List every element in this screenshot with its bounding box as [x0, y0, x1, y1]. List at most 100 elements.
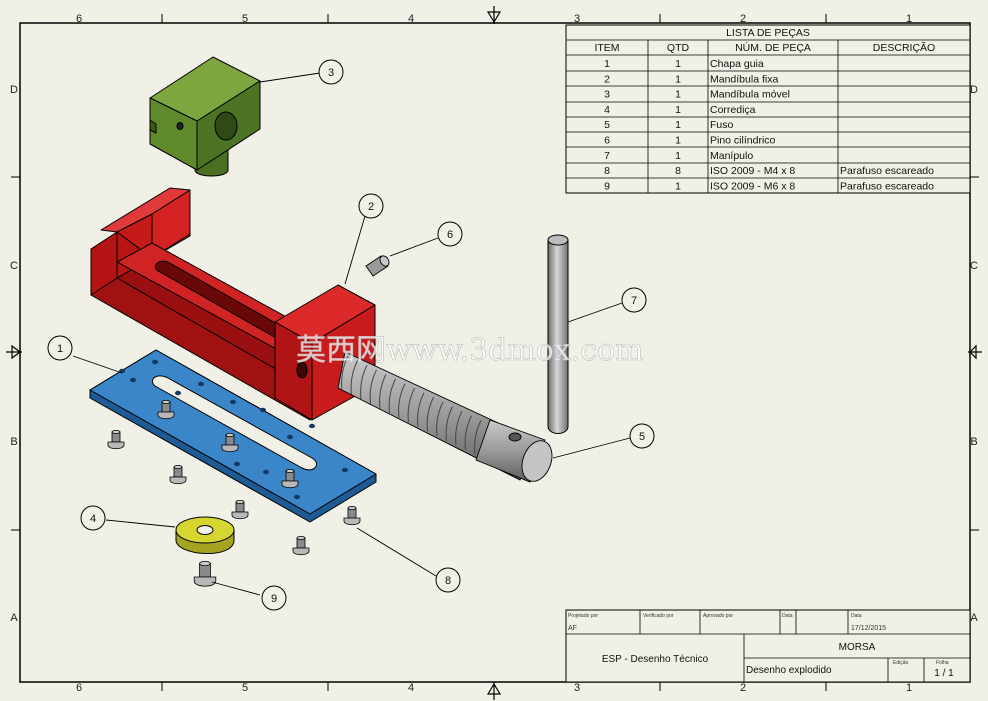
parts-list-cell: 1: [675, 119, 681, 131]
plate-hole: [309, 423, 315, 429]
designed-by-label: Projetado por: [568, 613, 598, 619]
zone-row-label: B: [970, 436, 977, 448]
zone-col-label: 6: [76, 13, 82, 25]
zone-col-label: 3: [574, 13, 580, 25]
zone-col-label: 6: [76, 682, 82, 694]
date-label: Data: [851, 613, 862, 619]
parts-list-table: LISTA DE PEÇAS ITEM QTD NÚM. DE PEÇA DES…: [565, 24, 971, 194]
parts-list-cell: 1: [675, 104, 681, 116]
parts-list-cell: 3: [604, 89, 610, 101]
balloon-number: 5: [639, 431, 645, 443]
parts-list-header: DESCRIÇÃO: [873, 41, 935, 54]
edition-label: Edição: [893, 660, 909, 666]
item-balloon: 8: [435, 567, 461, 593]
item-balloons: 1 2 3 4 5 6 7 8 9: [47, 59, 655, 611]
screw: [231, 499, 249, 520]
screw: [221, 432, 239, 453]
plate-hole: [260, 407, 266, 413]
parts-list-cell: 6: [604, 135, 610, 147]
parts-list-cell: Parafuso escareado: [840, 165, 934, 177]
zone-col-label: 4: [408, 682, 414, 694]
cylindrical-pin-part: [365, 255, 390, 277]
item-balloon: 7: [621, 287, 647, 313]
parts-list-cell: Mandíbula móvel: [710, 89, 790, 101]
parts-list-cell: ISO 2009 - M4 x 8: [710, 165, 795, 177]
zone-row-label: C: [10, 260, 18, 272]
parts-list-cell: ISO 2009 - M6 x 8: [710, 180, 795, 192]
zone-labels: 6 5 4 3 2 1 6 5 4 3 2 1 D C B A D C B A: [10, 13, 978, 694]
balloon-number: 2: [368, 201, 374, 213]
plate-hole: [234, 461, 240, 467]
handle-rod-part: [547, 234, 569, 434]
balloon-number: 8: [445, 575, 451, 587]
plate-hole: [342, 467, 348, 473]
parts-list-title: LISTA DE PEÇAS: [726, 27, 810, 39]
date-value: 17/12/2015: [851, 625, 886, 632]
centering-marks: [6, 6, 982, 700]
date-label: Data: [782, 613, 793, 619]
parts-list-cell: Chapa guia: [710, 58, 764, 70]
parts-list-cell: 7: [604, 150, 610, 162]
item-balloon: 3: [318, 59, 344, 85]
approved-by-label: Aprovado por: [703, 613, 733, 619]
zone-row-label: C: [970, 260, 978, 272]
parts-list-cell: Mandíbula fixa: [710, 73, 778, 85]
parts-list-cell: Parafuso escareado: [840, 180, 934, 192]
screw: [169, 464, 187, 485]
parts-list-cell: Fuso: [710, 119, 734, 131]
parts-list-cell: 8: [675, 165, 681, 177]
plate-hole: [130, 377, 136, 383]
parts-list-cell: 8: [604, 165, 610, 177]
parts-list-cell: Manípulo: [710, 150, 753, 162]
balloon-number: 9: [271, 593, 277, 605]
zone-col-label: 2: [740, 13, 746, 25]
item-balloon: 6: [437, 221, 463, 247]
zone-col-label: 4: [408, 13, 414, 25]
parts-list-cell: 4: [604, 104, 610, 116]
plate-hole: [294, 494, 300, 500]
parts-list-cell: 1: [675, 150, 681, 162]
movable-jaw-part: [149, 56, 261, 177]
zone-col-label: 3: [574, 682, 580, 694]
item-balloon: 5: [629, 423, 655, 449]
parts-list-cell: Corrediça: [710, 104, 756, 116]
plate-hole: [198, 381, 204, 387]
zone-row-label: A: [970, 612, 978, 624]
parts-list-cell: 5: [604, 119, 610, 131]
zone-row-label: A: [10, 612, 18, 624]
screw: [157, 399, 175, 420]
fixed-jaw-part: [90, 187, 376, 421]
parts-list-cell: 1: [675, 58, 681, 70]
parts-list-cell: 1: [675, 89, 681, 101]
parts-list-cell: 9: [604, 180, 610, 192]
zone-row-label: B: [10, 436, 17, 448]
lead-screw-part: [337, 351, 553, 483]
screw: [107, 429, 125, 450]
screw: [193, 560, 217, 587]
drawing-title: MORSA: [839, 642, 876, 653]
plate-hole: [175, 390, 181, 396]
parts-list-cell: Pino cilíndrico: [710, 135, 776, 147]
plate-hole: [230, 399, 236, 405]
plate-hole: [287, 434, 293, 440]
company-name: ESP - Desenho Técnico: [602, 654, 709, 665]
slide-block-part: [175, 516, 235, 554]
screw: [292, 536, 310, 556]
parts-list-cell: 1: [675, 135, 681, 147]
item-balloon: 9: [261, 585, 287, 611]
parts-list-header: NÚM. DE PEÇA: [735, 41, 811, 54]
parts-list-header: ITEM: [594, 42, 619, 54]
checked-by-label: Verificado por: [643, 613, 674, 619]
balloon-number: 4: [90, 513, 96, 525]
plate-hole: [152, 359, 158, 365]
parts-list-cell: 1: [604, 58, 610, 70]
item-balloon: 1: [47, 335, 73, 361]
zone-ticks: [11, 14, 979, 691]
parts-list-header: QTD: [667, 42, 690, 54]
designed-by-value: AF: [568, 625, 577, 632]
balloon-number: 1: [57, 343, 63, 355]
screw-threads: [341, 355, 491, 460]
guide-plate-holes: [119, 359, 348, 500]
